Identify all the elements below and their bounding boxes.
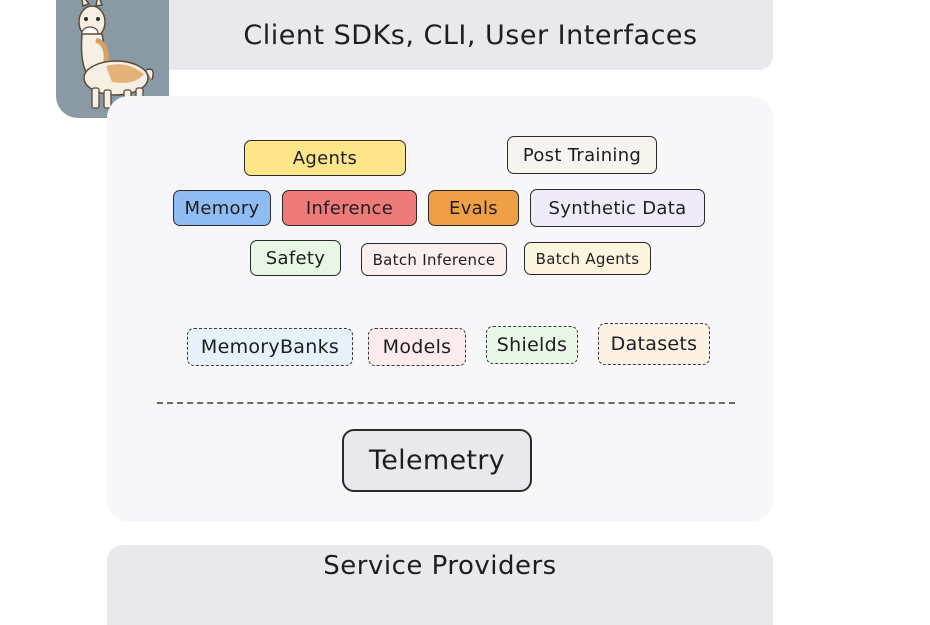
synthetic-data-label: Synthetic Data: [548, 197, 687, 219]
datasets-box: Datasets: [598, 323, 710, 365]
memory-banks-label: MemoryBanks: [200, 336, 340, 358]
memory-banks-box: MemoryBanks: [187, 328, 353, 366]
models-box: Models: [368, 328, 466, 366]
evals-label: Evals: [449, 197, 498, 219]
batch-agents-box: Batch Agents: [524, 242, 651, 275]
post-training-label: Post Training: [522, 144, 642, 166]
service-providers-label: Service Providers: [323, 551, 557, 581]
datasets-label: Datasets: [610, 333, 698, 355]
service-providers-layer: Service Providers: [107, 545, 773, 625]
batch-agents-label: Batch Agents: [535, 249, 640, 268]
client-interfaces-layer: Client SDKs, CLI, User Interfaces: [158, 0, 773, 70]
agents-label: Agents: [292, 147, 358, 169]
telemetry-label: Telemetry: [369, 445, 505, 476]
memory-box: Memory: [173, 190, 271, 226]
agents-box: Agents: [244, 140, 406, 176]
telemetry-box: Telemetry: [342, 429, 532, 492]
layer-divider: [157, 402, 735, 404]
memory-label: Memory: [184, 197, 260, 219]
batch-inference-box: Batch Inference: [361, 243, 507, 276]
safety-box: Safety: [250, 240, 341, 276]
synthetic-data-box: Synthetic Data: [530, 189, 705, 227]
client-interfaces-label: Client SDKs, CLI, User Interfaces: [243, 19, 698, 51]
shields-box: Shields: [486, 326, 578, 364]
inference-box: Inference: [282, 190, 417, 226]
models-label: Models: [382, 336, 452, 358]
llama-logo: [56, 0, 169, 118]
inference-label: Inference: [305, 197, 394, 219]
safety-label: Safety: [265, 247, 326, 269]
evals-box: Evals: [428, 190, 519, 226]
shields-label: Shields: [496, 334, 568, 356]
post-training-box: Post Training: [507, 136, 657, 174]
batch-inference-label: Batch Inference: [372, 250, 496, 269]
